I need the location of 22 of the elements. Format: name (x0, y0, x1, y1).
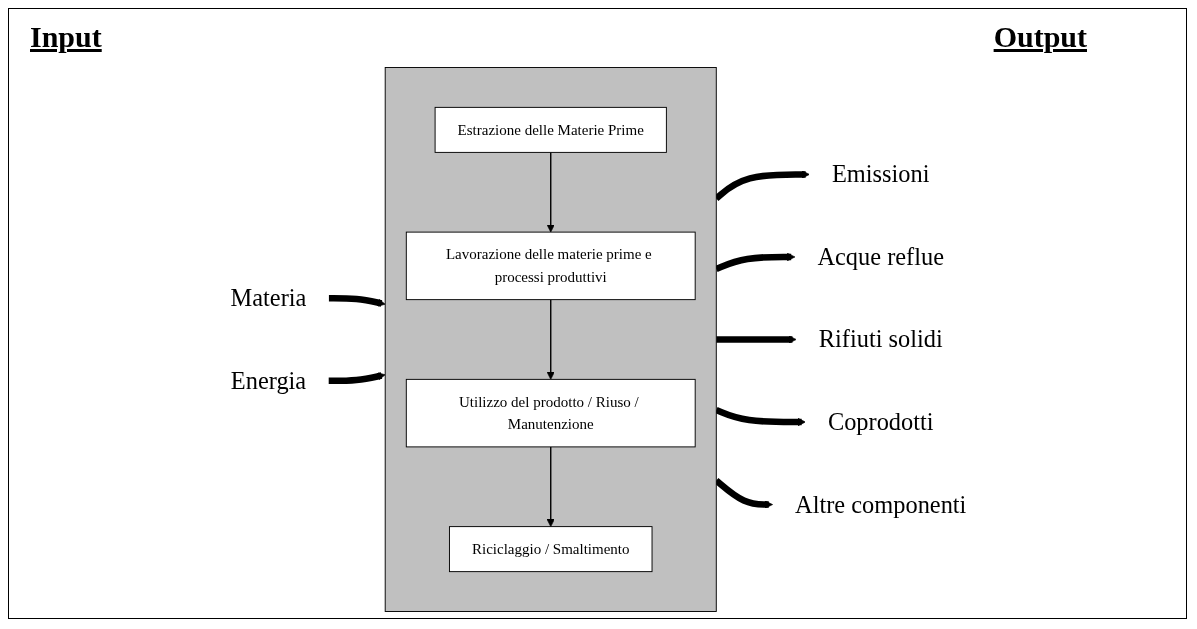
node-box: Lavorazione delle materie prime e processi produttivi (405, 231, 696, 301)
node-text: Altre componenti (795, 490, 967, 519)
cluster (384, 67, 717, 612)
node-text: Rifiuti solidi (818, 325, 943, 354)
arrow (328, 372, 386, 385)
node-text: Acque reflue (817, 243, 945, 271)
arrow (546, 446, 555, 527)
arrow (546, 298, 555, 380)
column-heading: Input (30, 20, 102, 54)
arrow (715, 407, 806, 427)
node-text: Emissioni (831, 160, 930, 189)
node-text: Materia (230, 284, 307, 312)
arrow (716, 335, 797, 344)
node-box: Estrazione delle Materie Prime (434, 106, 667, 153)
node-text: Energia (230, 367, 307, 395)
node-box: Riciclaggio / Smaltimento (448, 526, 653, 573)
arrow (546, 151, 555, 233)
arrow (715, 252, 796, 272)
node-text: Coprodotti (827, 408, 934, 436)
node-box: Utilizzo del prodotto / Riuso / Manutenzione (405, 378, 696, 448)
column-heading: Output (993, 20, 1087, 54)
arrow (328, 294, 386, 307)
